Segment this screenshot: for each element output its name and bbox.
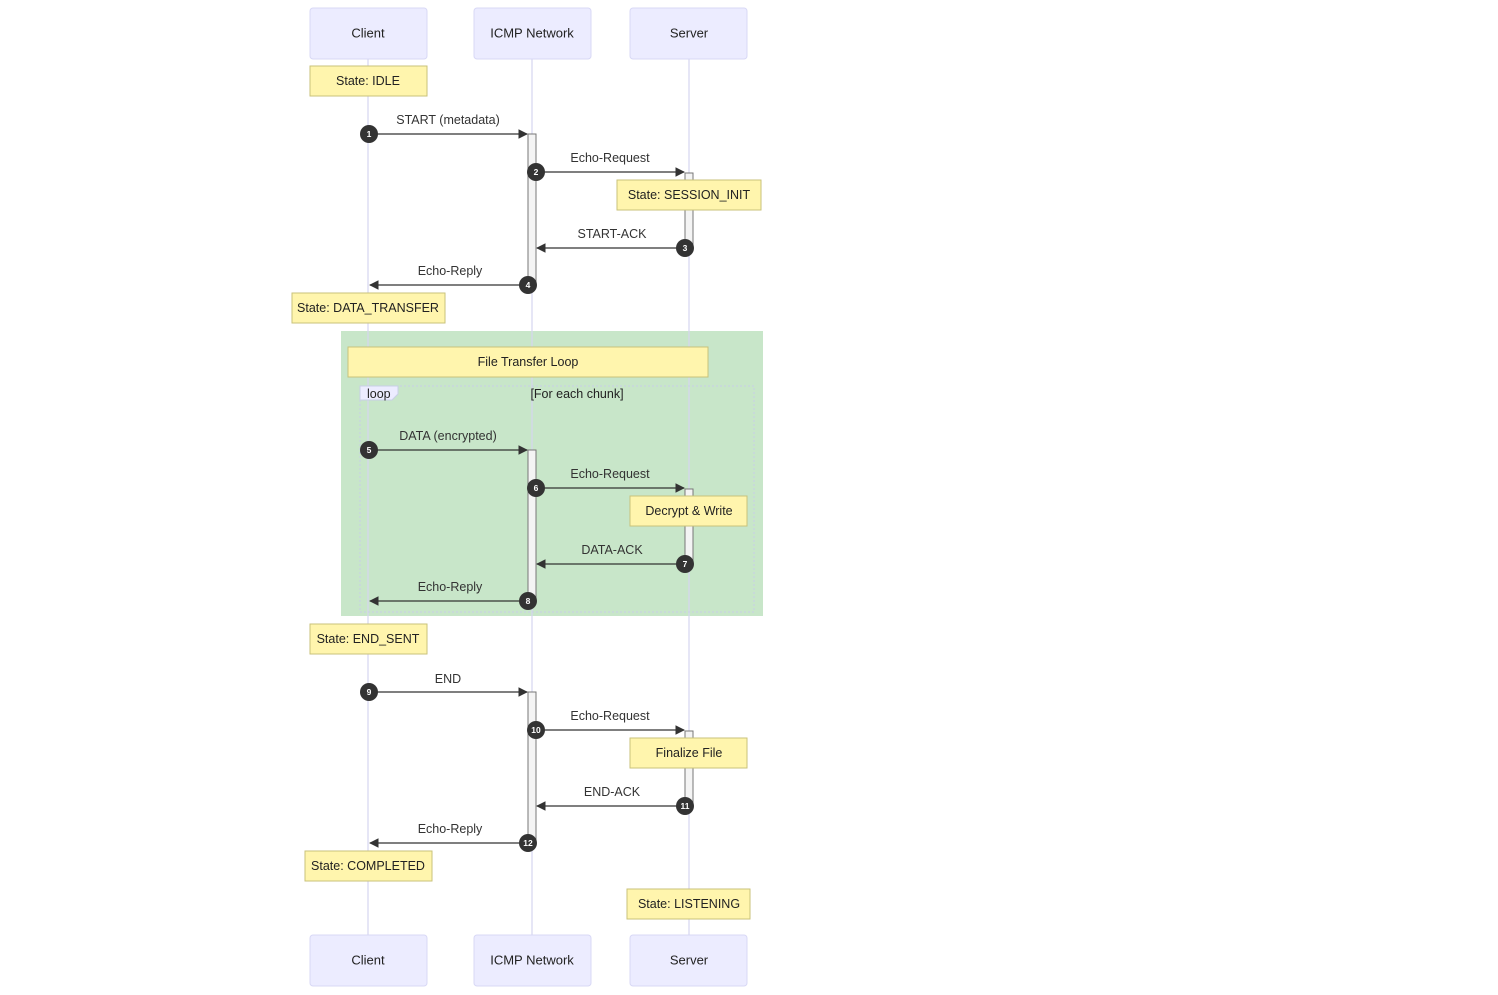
message-1: START (metadata) 1 bbox=[360, 113, 528, 143]
svg-text:State: DATA_TRANSFER: State: DATA_TRANSFER bbox=[297, 301, 439, 315]
note-state-data-transfer: State: DATA_TRANSFER bbox=[291, 292, 446, 324]
svg-text:4: 4 bbox=[526, 280, 531, 290]
svg-text:Decrypt & Write: Decrypt & Write bbox=[645, 504, 732, 518]
svg-text:Echo-Request: Echo-Request bbox=[570, 709, 650, 723]
actor-server-bottom: Server bbox=[629, 934, 748, 987]
svg-text:State: END_SENT: State: END_SENT bbox=[317, 632, 420, 646]
message-12: Echo-Reply 12 bbox=[369, 822, 537, 852]
svg-text:10: 10 bbox=[531, 725, 541, 735]
svg-text:ICMP Network: ICMP Network bbox=[490, 953, 574, 968]
note-state-listening: State: LISTENING bbox=[626, 888, 751, 920]
sequence-number-badge bbox=[519, 276, 537, 294]
sequence-number-badge bbox=[360, 683, 378, 701]
actor-server-top: Server bbox=[629, 7, 748, 60]
svg-text:Client: Client bbox=[351, 26, 385, 41]
message-6: Echo-Request 6 bbox=[527, 467, 685, 497]
activation-network-1 bbox=[527, 133, 537, 286]
note-state-end-sent: State: END_SENT bbox=[309, 623, 428, 655]
svg-text:Server: Server bbox=[670, 26, 709, 41]
svg-text:DATA-ACK: DATA-ACK bbox=[581, 543, 643, 557]
note-file-transfer-loop: File Transfer Loop bbox=[347, 346, 709, 378]
loop-condition: [For each chunk] bbox=[530, 387, 623, 401]
message-8: Echo-Reply 8 bbox=[369, 580, 537, 610]
message-2: Echo-Request 2 bbox=[527, 151, 685, 181]
svg-text:1: 1 bbox=[367, 129, 372, 139]
svg-text:6: 6 bbox=[534, 483, 539, 493]
actor-network-bottom: ICMP Network bbox=[473, 934, 592, 987]
sequence-number-badge bbox=[360, 441, 378, 459]
svg-text:State: COMPLETED: State: COMPLETED bbox=[311, 859, 425, 873]
activation-network-3 bbox=[527, 691, 537, 844]
note-state-session-init: State: SESSION_INIT bbox=[616, 179, 762, 211]
svg-text:Echo-Request: Echo-Request bbox=[570, 151, 650, 165]
message-11: END-ACK 11 bbox=[536, 785, 694, 815]
svg-text:END-ACK: END-ACK bbox=[584, 785, 641, 799]
svg-text:Server: Server bbox=[670, 953, 709, 968]
sequence-number-badge bbox=[676, 555, 694, 573]
actor-network-top: ICMP Network bbox=[473, 7, 592, 60]
loop-frame: loop [For each chunk] bbox=[359, 385, 755, 613]
loop-keyword: loop bbox=[367, 387, 391, 401]
sequence-number-badge bbox=[527, 163, 545, 181]
note-finalize-file: Finalize File bbox=[629, 737, 748, 769]
sequence-number-badge bbox=[676, 239, 694, 257]
svg-text:State: IDLE: State: IDLE bbox=[336, 74, 400, 88]
note-state-completed: State: COMPLETED bbox=[304, 850, 433, 882]
svg-text:Client: Client bbox=[351, 953, 385, 968]
message-10: Echo-Request 10 bbox=[527, 709, 685, 739]
message-5: DATA (encrypted) 5 bbox=[360, 429, 528, 459]
svg-text:12: 12 bbox=[523, 838, 533, 848]
actor-client-top: Client bbox=[309, 7, 428, 60]
svg-text:Echo-Reply: Echo-Reply bbox=[418, 580, 483, 594]
svg-text:9: 9 bbox=[367, 687, 372, 697]
message-3: START-ACK 3 bbox=[536, 227, 694, 257]
svg-text:File Transfer Loop: File Transfer Loop bbox=[478, 355, 579, 369]
svg-text:8: 8 bbox=[526, 596, 531, 606]
sequence-number-badge bbox=[360, 125, 378, 143]
svg-text:Echo-Reply: Echo-Reply bbox=[418, 264, 483, 278]
svg-text:ICMP Network: ICMP Network bbox=[490, 26, 574, 41]
sequence-number-badge bbox=[676, 797, 694, 815]
sequence-number-badge bbox=[519, 834, 537, 852]
activation-network-2 bbox=[527, 449, 537, 602]
sequence-number-badge bbox=[527, 479, 545, 497]
svg-text:DATA (encrypted): DATA (encrypted) bbox=[399, 429, 497, 443]
sequence-number-badge bbox=[527, 721, 545, 739]
message-4: Echo-Reply 4 bbox=[369, 264, 537, 294]
svg-text:3: 3 bbox=[683, 243, 688, 253]
svg-text:START-ACK: START-ACK bbox=[578, 227, 648, 241]
svg-text:State: LISTENING: State: LISTENING bbox=[638, 897, 740, 911]
message-7: DATA-ACK 7 bbox=[536, 543, 694, 573]
svg-text:Finalize File: Finalize File bbox=[656, 746, 723, 760]
svg-text:7: 7 bbox=[683, 559, 688, 569]
svg-text:END: END bbox=[435, 672, 461, 686]
svg-text:START (metadata): START (metadata) bbox=[396, 113, 500, 127]
sequence-number-badge bbox=[519, 592, 537, 610]
note-state-idle: State: IDLE bbox=[309, 65, 428, 97]
loop-tag bbox=[359, 385, 399, 401]
message-9: END 9 bbox=[360, 672, 528, 701]
svg-text:Echo-Reply: Echo-Reply bbox=[418, 822, 483, 836]
svg-text:11: 11 bbox=[681, 801, 690, 811]
svg-text:2: 2 bbox=[534, 167, 539, 177]
svg-text:Echo-Request: Echo-Request bbox=[570, 467, 650, 481]
note-decrypt-write: Decrypt & Write bbox=[629, 495, 748, 527]
svg-text:5: 5 bbox=[367, 445, 372, 455]
svg-text:State: SESSION_INIT: State: SESSION_INIT bbox=[628, 188, 751, 202]
actor-client-bottom: Client bbox=[309, 934, 428, 987]
